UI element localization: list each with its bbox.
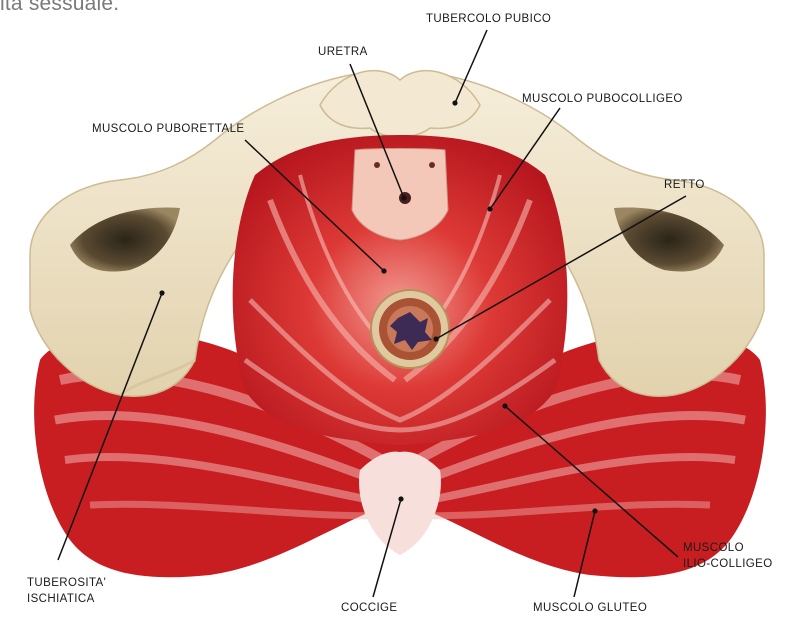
label-muscolo-pubocolligeo: MUSCOLO PUBOCOLLIGEO — [522, 92, 683, 107]
label-ilio-line2: ILIO-COLLIGEO — [683, 557, 773, 572]
label-muscolo-gluteo: MUSCOLO GLUTEO — [533, 601, 647, 616]
label-muscolo-puborettale: MUSCOLO PUBORETTALE — [92, 122, 244, 137]
label-coccige: COCCIGE — [341, 601, 397, 616]
label-retto: RETTO — [664, 178, 705, 193]
label-tuberosita-line2: ISCHIATICA — [27, 592, 95, 607]
label-tubercolo-pubico: TUBERCOLO PUBICO — [426, 12, 551, 27]
label-ilio-line1: MUSCOLO — [683, 541, 744, 556]
label-uretra: URETRA — [318, 45, 368, 60]
rectum-shape — [371, 290, 449, 368]
urethra-area — [352, 149, 448, 241]
label-tuberosita-line1: TUBEROSITA' — [27, 576, 106, 591]
